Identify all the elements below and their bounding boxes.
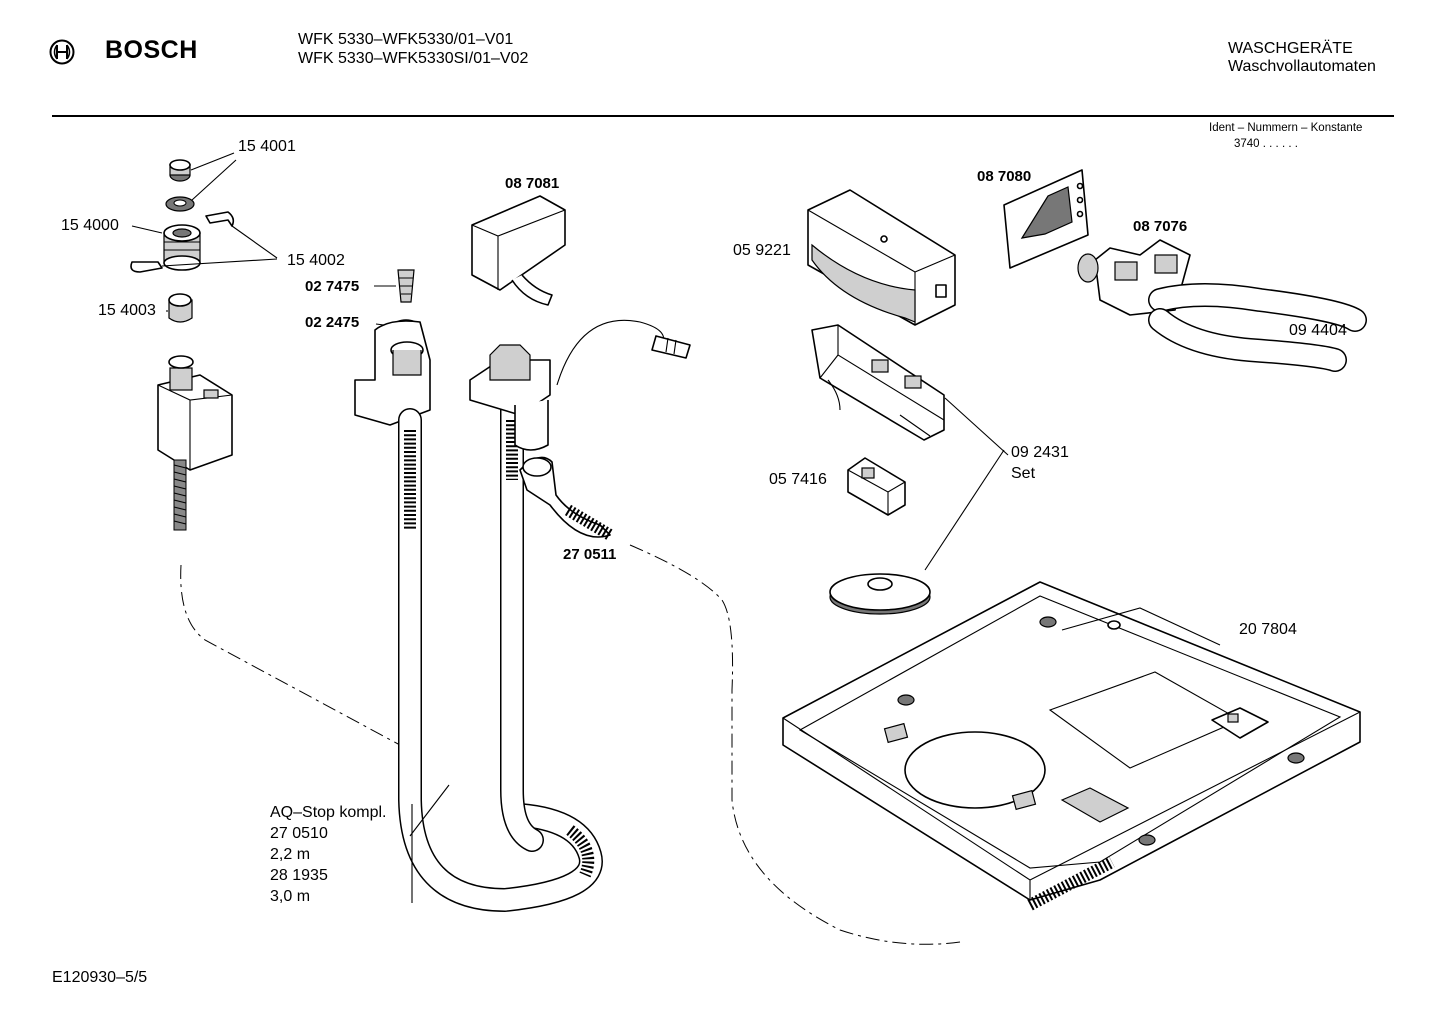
hose-holder <box>469 319 691 451</box>
ident-label: Ident – Nummern – Konstante <box>1209 122 1363 134</box>
knob-disc <box>829 573 931 615</box>
aqstop-line-2: 27 0510 <box>270 825 328 842</box>
aqstop-line-5: 3,0 m <box>270 888 311 905</box>
plate-087080 <box>1003 169 1089 269</box>
label-207804: 20 7804 <box>1239 621 1297 638</box>
label-087081: 08 7081 <box>505 175 560 192</box>
clip-154002-a <box>205 211 235 227</box>
hose-094404 <box>1148 283 1367 372</box>
bosch-armature-logo-icon <box>49 39 75 65</box>
label-057416: 05 7416 <box>769 471 827 488</box>
label-154000: 15 4000 <box>61 217 119 234</box>
label-154003: 15 4003 <box>98 302 156 319</box>
label-022475: 02 2475 <box>305 314 360 331</box>
aqstop-line-1: AQ–Stop kompl. <box>270 804 387 821</box>
holder-frame-092431 <box>811 324 945 441</box>
coupling-154000 <box>163 224 201 271</box>
label-087076: 08 7076 <box>1133 218 1188 235</box>
inlet-hose <box>354 320 603 912</box>
label-094404: 09 4404 <box>1289 322 1347 339</box>
aqstop-line-4: 28 1935 <box>270 867 328 884</box>
aqstop-valve-box <box>157 355 233 531</box>
model-line-2: WFK 5330–WFK5330SI/01–V02 <box>298 50 529 67</box>
subcategory-title: Waschvollautomaten <box>1228 58 1376 75</box>
filter-027475 <box>397 269 415 303</box>
hose-270511 <box>519 456 614 541</box>
label-154002: 15 4002 <box>287 252 345 269</box>
clip-154002-b <box>130 261 163 273</box>
base-plate-207804 <box>782 581 1361 911</box>
label-270511: 27 0511 <box>563 546 617 563</box>
label-092431: 09 2431 <box>1011 444 1069 461</box>
brand-name: BOSCH <box>105 36 198 64</box>
box-059221 <box>807 189 956 326</box>
drawing-id: E120930–5/5 <box>52 969 148 986</box>
label-087080: 08 7080 <box>977 168 1032 185</box>
switch-057416 <box>847 457 906 516</box>
label-059221: 05 9221 <box>733 242 791 259</box>
washer-154001 <box>165 196 195 212</box>
nut-154001 <box>169 159 191 182</box>
model-line-1: WFK 5330–WFK5330/01–V01 <box>298 31 514 48</box>
aqstop-line-3: 2,2 m <box>270 846 311 863</box>
label-027475: 02 7475 <box>305 278 360 295</box>
label-154001: 15 4001 <box>238 138 296 155</box>
category-title: WASCHGERÄTE <box>1228 40 1353 57</box>
ident-value: 3740 . . . . . . <box>1234 138 1298 150</box>
label-092431-set: Set <box>1011 465 1036 482</box>
cap-154003 <box>168 293 193 323</box>
drain-hose <box>500 398 544 852</box>
cover-087081 <box>471 195 566 306</box>
